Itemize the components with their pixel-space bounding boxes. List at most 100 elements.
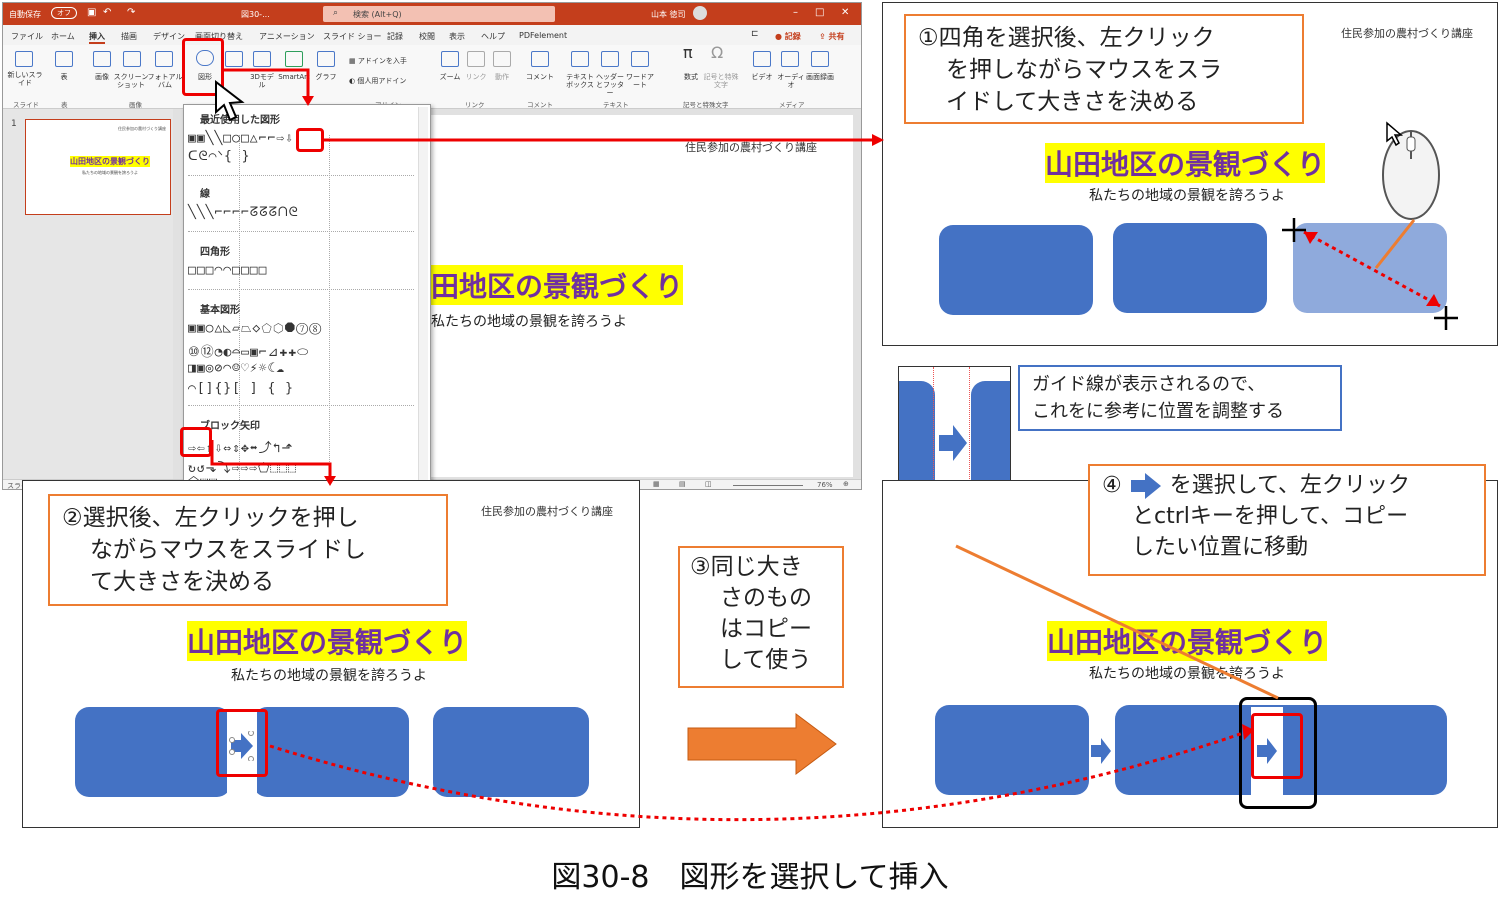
chart-label[interactable]: グラフ	[315, 73, 337, 81]
view-normal-icon[interactable]: ▦	[653, 480, 660, 488]
autosave-toggle[interactable]: オフ	[51, 7, 77, 19]
action-icon[interactable]	[493, 51, 511, 67]
category-rectangles: 四角形	[200, 247, 230, 258]
tab-draw[interactable]: 描画	[121, 32, 137, 41]
chart-icon[interactable]	[317, 51, 335, 67]
wordart-label[interactable]: ワードアート	[626, 73, 654, 89]
search-box[interactable]: ⌕ 検索 (Alt+Q)	[323, 6, 555, 22]
screenshot-icon[interactable]	[123, 51, 141, 67]
category-block-arrows: ブロック矢印	[200, 421, 260, 432]
video-icon[interactable]	[753, 51, 771, 67]
slide-header: 住民参加の農村づくり講座	[685, 141, 817, 154]
my-addins-button[interactable]: ◐ 個人用アドイン	[349, 77, 407, 85]
header-footer-label[interactable]: ヘッダーとフッター	[596, 73, 624, 97]
tab-home[interactable]: ホーム	[51, 32, 75, 41]
new-slide-icon[interactable]	[15, 51, 33, 67]
picture-icon[interactable]	[93, 51, 111, 67]
undo-icon[interactable]: ↶	[103, 7, 112, 18]
zoom-label[interactable]: ズーム	[439, 73, 461, 81]
search-placeholder: 検索 (Alt+Q)	[353, 10, 402, 19]
zoom-icon[interactable]	[441, 51, 459, 67]
shape-row-recent[interactable]: ▣▣╲╲□○□△⌐⌐⇨⇩	[188, 131, 294, 146]
textbox-label[interactable]: テキストボックス	[566, 73, 594, 89]
autosave-label: 自動保存	[9, 10, 41, 19]
shape-row-rectangles[interactable]: □□□◠◠□□□□	[188, 263, 268, 278]
shapes-icon[interactable]	[196, 50, 214, 66]
video-label[interactable]: ビデオ	[751, 73, 773, 81]
comment-icon[interactable]: ⊏	[751, 29, 759, 39]
header-footer-icon[interactable]	[601, 51, 619, 67]
action-label[interactable]: 動作	[495, 73, 509, 81]
tab-slideshow[interactable]: スライド ショー	[323, 32, 382, 41]
icons-icon[interactable]	[225, 51, 243, 67]
slide-thumbnail[interactable]: 住民参加の農村づくり講座 山田地区の景観づくり 私たちの地域の景観を誇ろうよ	[25, 119, 171, 215]
tab-transitions[interactable]: 画面切り替え	[195, 32, 243, 41]
callout-step4: ④ を選択して、左クリック とctrlキーを押して、コピー したい位置に移動	[1088, 464, 1486, 576]
maximize-icon[interactable]: □	[815, 7, 825, 18]
symbol-icon[interactable]: Ω	[711, 43, 724, 62]
tab-animations[interactable]: アニメーション	[259, 32, 315, 41]
save-icon[interactable]: ▣	[87, 7, 97, 18]
tab-view[interactable]: 表示	[449, 32, 465, 41]
picture-label[interactable]: 画像	[95, 73, 109, 81]
screen-recording-label[interactable]: 画面録画	[806, 73, 834, 81]
shape-row-basic-4[interactable]: ⌒[]{}[ ] { }	[188, 381, 294, 396]
shape-row-basic-1[interactable]: ▣▣○△◺▱⏢◇⬠⬡⯃⑦⑧	[188, 321, 323, 336]
avatar[interactable]	[693, 6, 707, 20]
equation-icon[interactable]: π	[683, 43, 693, 62]
shape-row-basic-3[interactable]: ◨▣◎⊘◠☺♡⚡☼☾☁	[188, 361, 286, 376]
table-label[interactable]: 表	[60, 73, 68, 81]
share-button[interactable]: ⇪ 共有	[819, 32, 845, 41]
view-reading-icon[interactable]: ◫	[705, 480, 712, 488]
close-icon[interactable]: ✕	[841, 7, 850, 18]
comment-insert-icon[interactable]	[531, 51, 549, 67]
textbox-icon[interactable]	[571, 51, 589, 67]
get-addins-button[interactable]: ▦ アドインを入手	[349, 57, 407, 65]
step1-line3: イドして大きさを決める	[946, 89, 1199, 115]
smartart-icon[interactable]	[285, 51, 303, 67]
new-slide-label[interactable]: 新しいスライド	[7, 71, 43, 87]
gallery-scrollbar[interactable]	[418, 107, 428, 487]
screenshot-label[interactable]: スクリーンショット	[113, 73, 149, 89]
photo-album-icon[interactable]	[155, 51, 173, 67]
wordart-icon[interactable]	[631, 51, 649, 67]
highlight-placed-arrow	[216, 709, 268, 777]
group-links: リンク	[465, 101, 485, 109]
minimize-icon[interactable]: –	[793, 7, 798, 18]
view-sorter-icon[interactable]: ▤	[679, 480, 686, 488]
fit-slide-icon[interactable]: ⊕	[843, 480, 849, 488]
audio-icon[interactable]	[781, 51, 799, 67]
shapes-label[interactable]: 図形	[198, 73, 212, 81]
step3-line3: はコピー	[720, 616, 812, 642]
shape-row-arrows-2[interactable]: ↻↺⬎⤵⇨⇨⇨⬠⬚⬚⬚	[188, 461, 297, 476]
symbol-label[interactable]: 記号と特殊文字	[703, 73, 739, 89]
tab-pdfelement[interactable]: PDFelement	[519, 31, 568, 40]
smartart-label[interactable]: SmartArt	[278, 73, 310, 81]
tab-design[interactable]: デザイン	[153, 32, 185, 41]
shape-row-recent-2[interactable]: ᑕᘓ⌒ᐠ{ }	[188, 149, 251, 164]
tab-file[interactable]: ファイル	[11, 32, 43, 41]
record-button[interactable]: ● 記録	[775, 32, 801, 41]
link-label[interactable]: リンク	[465, 73, 487, 81]
table-icon[interactable]	[55, 51, 73, 67]
redo-icon[interactable]: ↷	[127, 7, 136, 18]
zoom-slider[interactable]	[733, 485, 803, 486]
step4-line1: ④ を選択して、左クリック	[1102, 470, 1472, 501]
audio-label[interactable]: オーディオ	[777, 73, 805, 89]
tab-insert[interactable]: 挿入	[89, 31, 105, 44]
link-icon[interactable]	[467, 51, 485, 67]
guide-line	[933, 367, 934, 527]
equation-label[interactable]: 数式	[684, 73, 698, 81]
3d-model-label[interactable]: 3Dモデル	[250, 73, 274, 89]
shape-row-basic-2[interactable]: ⑩⑫◔◐⌓▭▣⌐⊿✚✚⬭	[188, 345, 310, 360]
3d-model-icon[interactable]	[253, 51, 271, 67]
tab-record[interactable]: 記録	[387, 32, 403, 41]
shape-row-lines[interactable]: ╲╲╲⌐⌐⌐⌐ᘔᘔᘔᑎᘓ	[188, 205, 299, 220]
ribbon-tabs: ファイル ホーム 挿入 描画 デザイン 画面切り替え アニメーション スライド …	[3, 25, 861, 45]
photo-album-label[interactable]: フォトアルバム	[147, 73, 183, 89]
step4-line3: したい位置に移動	[1132, 535, 1309, 560]
screen-recording-icon[interactable]	[811, 51, 829, 67]
tab-help[interactable]: ヘルプ	[481, 32, 505, 41]
tab-review[interactable]: 校閲	[419, 32, 435, 41]
comment-label[interactable]: コメント	[526, 73, 554, 81]
